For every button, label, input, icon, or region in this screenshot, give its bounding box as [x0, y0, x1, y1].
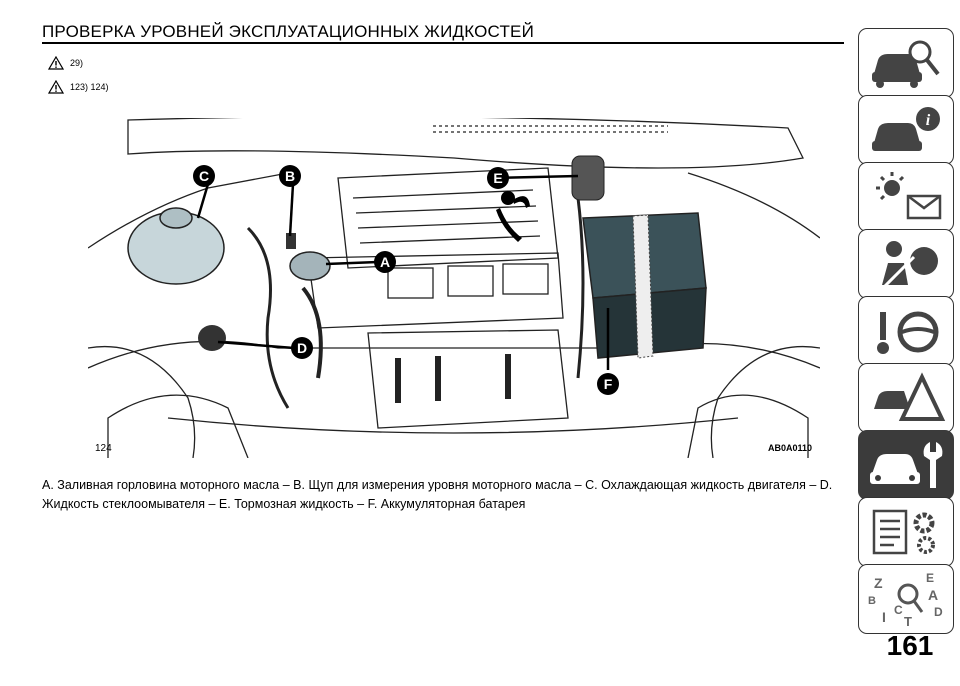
- emergency-triangle-icon: [874, 372, 946, 421]
- airbag-safety-icon: [882, 241, 938, 289]
- index-letter: I: [882, 609, 886, 625]
- svg-text:i: i: [926, 112, 931, 129]
- tab-car-search[interactable]: [858, 28, 954, 98]
- label-e: E: [493, 170, 502, 186]
- engine-bay-illustration: C B A D E F: [88, 118, 820, 458]
- index-letter: B: [868, 595, 876, 607]
- figure-code: AB0A0110: [768, 443, 813, 453]
- warning-row-1: 29): [48, 56, 83, 70]
- warning-triangle-icon: [48, 56, 64, 70]
- page-number: 161: [886, 630, 934, 661]
- tab-car-info[interactable]: i: [858, 95, 954, 165]
- page-title: ПРОВЕРКА УРОВНЕЙ ЭКСПЛУАТАЦИОННЫХ ЖИДКОС…: [42, 22, 534, 41]
- figure-number: 124: [95, 443, 112, 454]
- label-a: A: [380, 254, 390, 270]
- index-letter: Z: [874, 575, 883, 591]
- tab-safety[interactable]: [858, 229, 954, 299]
- warning-refs: 29): [70, 58, 84, 68]
- index-letters-icon: Z E B A C D I T: [868, 571, 943, 628]
- car-info-icon: i: [872, 107, 940, 151]
- warning-refs: 123) 124): [70, 82, 109, 92]
- tab-index[interactable]: Z E B A C D I T: [858, 564, 954, 634]
- label-d: D: [297, 340, 307, 356]
- figure-labels: C B A D E F: [193, 165, 619, 395]
- tab-driving[interactable]: [858, 296, 954, 366]
- tab-warning-lights[interactable]: [858, 162, 954, 232]
- title-rule: [42, 42, 844, 44]
- steering-wheel-icon: [877, 311, 939, 354]
- warning-triangle-icon: [48, 80, 64, 94]
- index-letter: D: [934, 605, 943, 619]
- index-letter: C: [894, 603, 903, 617]
- label-b: B: [285, 168, 295, 184]
- tab-emergency[interactable]: [858, 363, 954, 433]
- label-f: F: [604, 376, 613, 392]
- label-c: C: [199, 168, 209, 184]
- warning-row-2: 123) 124): [48, 80, 109, 94]
- car-search-icon: [872, 40, 940, 88]
- tab-technical-data[interactable]: [858, 497, 954, 567]
- warning-lights-icon: [876, 172, 942, 220]
- figure-caption: A. Заливная горловина моторного масла – …: [42, 478, 833, 511]
- document-gear-icon: [872, 509, 935, 555]
- index-letter: A: [928, 587, 938, 603]
- car-wrench-icon: [870, 442, 943, 488]
- index-letter: E: [926, 571, 934, 585]
- tab-maintenance[interactable]: [858, 430, 954, 500]
- index-letter: T: [904, 614, 912, 628]
